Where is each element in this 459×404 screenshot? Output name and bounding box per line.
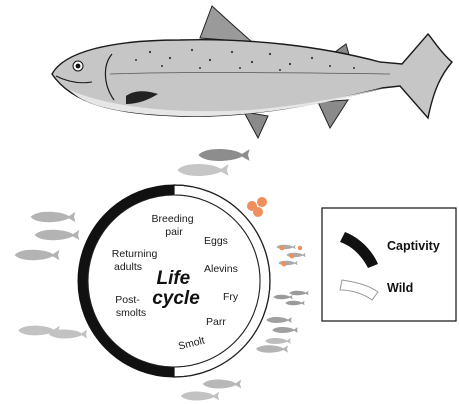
stage-fry: Fry — [223, 291, 239, 303]
post-smolt-icon — [181, 380, 241, 401]
fry-icon — [273, 291, 308, 305]
alevin-icon — [276, 245, 305, 267]
stage-alevins: Alevins — [204, 263, 238, 275]
legend-wild-label: Wild — [387, 281, 413, 295]
legend-captivity-label: Captivity — [387, 239, 440, 253]
salmon-illustration — [52, 6, 452, 138]
life-cycle-label: Life cycle — [152, 268, 200, 309]
legend: Captivity Wild — [322, 208, 456, 321]
parr-icon — [266, 317, 298, 333]
returning-adult-icon — [15, 212, 88, 339]
stage-post-smolts: Post- smolts — [115, 294, 146, 319]
egg-cluster-icon — [247, 197, 267, 217]
stage-parr: Parr — [206, 316, 226, 328]
smolt-icon — [256, 338, 291, 353]
breeder-fish-icon — [177, 149, 249, 176]
stage-eggs: Eggs — [204, 235, 228, 247]
